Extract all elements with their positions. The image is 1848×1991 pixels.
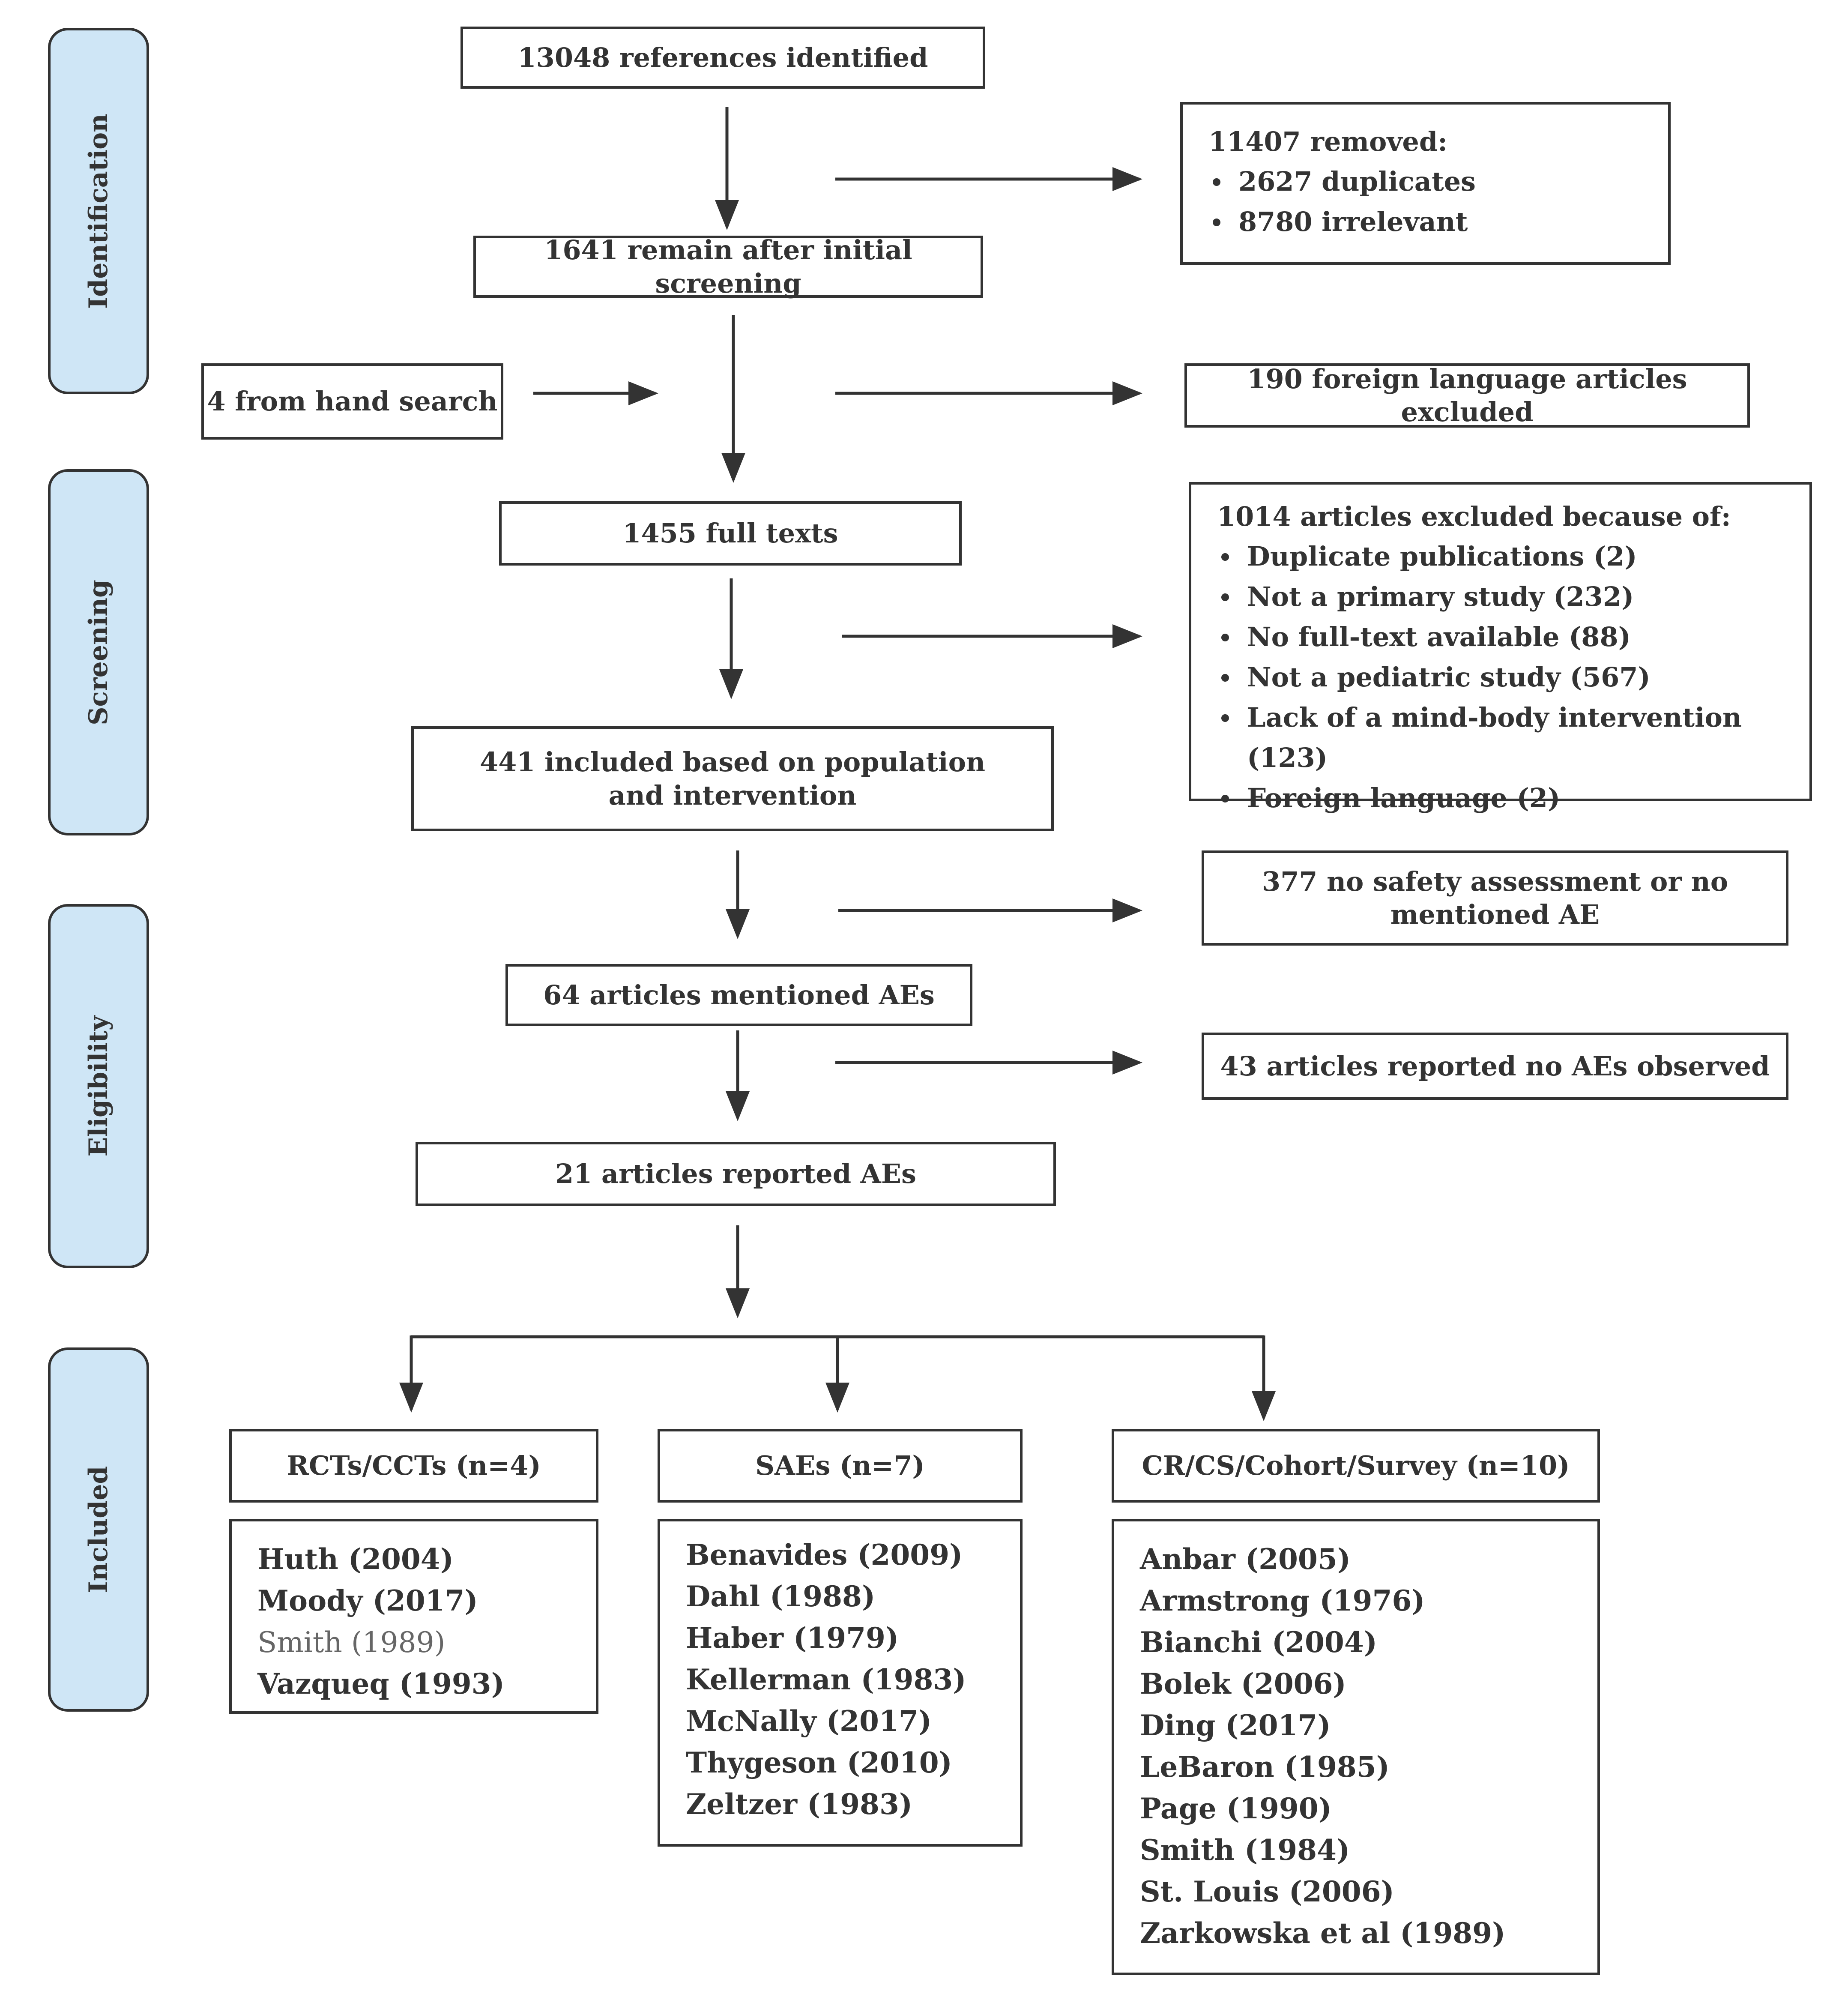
- full-texts-text: 1455 full texts: [622, 518, 838, 549]
- rcts-group-title: RCTs/CCTs (n=4): [287, 1450, 541, 1482]
- phase-included-label: Included: [84, 1466, 114, 1593]
- study-item: Smith (1989): [257, 1626, 446, 1659]
- study-item: Bianchi (2004): [1140, 1626, 1377, 1659]
- phase-eligibility-label: Eligibility: [84, 1015, 114, 1157]
- phase-eligibility: Eligibility: [48, 904, 149, 1268]
- study-item: Armstrong (1976): [1140, 1584, 1425, 1617]
- phase-identification: Identification: [48, 28, 149, 394]
- no-aes-observed-box: 43 articles reported no AEs observed: [1202, 1033, 1788, 1100]
- initial-screening-box: 1641 remain after initial screening: [473, 234, 983, 299]
- study-item: Thygeson (2010): [686, 1746, 952, 1779]
- study-item: Ding (2017): [1140, 1709, 1331, 1742]
- study-item: Moody (2017): [257, 1584, 478, 1617]
- phase-included: Included: [48, 1347, 149, 1712]
- study-item: Benavides (2009): [686, 1538, 963, 1572]
- no-safety-text: 377 no safety assessment or no mentioned…: [1262, 865, 1728, 931]
- reported-aes-box: 21 articles reported AEs: [416, 1142, 1056, 1206]
- study-item: Kellerman (1983): [686, 1663, 966, 1696]
- excluded-reasons-title: 1014 articles excluded because of:: [1217, 501, 1731, 532]
- removed-box: 11407 removed: 2627 duplicates 8780 irre…: [1180, 102, 1671, 265]
- cr-group-header: CR/CS/Cohort/Survey (n=10): [1112, 1429, 1600, 1503]
- study-item: Zeltzer (1983): [686, 1787, 913, 1821]
- excluded-reason-item: Lack of a mind-body intervention (123): [1217, 698, 1792, 778]
- study-item: Zarkowska et al (1989): [1140, 1916, 1506, 1950]
- hand-search-text: 4 from hand search: [207, 386, 498, 417]
- identified-text: 13048 references identified: [517, 42, 928, 73]
- removed-title: 11407 removed:: [1208, 126, 1448, 157]
- mentioned-aes-box: 64 articles mentioned AEs: [505, 964, 972, 1026]
- study-item: Bolek (2006): [1140, 1667, 1346, 1701]
- study-item: St. Louis (2006): [1140, 1875, 1394, 1908]
- study-item: LeBaron (1985): [1140, 1750, 1390, 1784]
- excluded-reason-item: No full-text available (88): [1217, 617, 1792, 657]
- no-safety-box: 377 no safety assessment or no mentioned…: [1202, 850, 1788, 946]
- excluded-reason-item: Duplicate publications (2): [1217, 536, 1792, 577]
- no-aes-observed-text: 43 articles reported no AEs observed: [1220, 1050, 1770, 1082]
- removed-item: 2627 duplicates: [1208, 162, 1651, 202]
- population-included-text: 441 included based on population and int…: [479, 746, 986, 811]
- study-item: Huth (2004): [257, 1542, 454, 1576]
- foreign-excluded-text: 190 foreign language articles excluded: [1247, 363, 1687, 428]
- study-item: Page (1990): [1140, 1792, 1332, 1825]
- population-included-box: 441 included based on population and int…: [411, 726, 1054, 831]
- removed-list: 2627 duplicates 8780 irrelevant: [1208, 162, 1651, 242]
- mentioned-aes-text: 64 articles mentioned AEs: [543, 979, 935, 1011]
- saes-study-list: Benavides (2009) Dahl (1988) Haber (1979…: [658, 1519, 1023, 1847]
- rcts-group-header: RCTs/CCTs (n=4): [229, 1429, 598, 1503]
- excluded-reason-item: Not a pediatric study (567): [1217, 657, 1792, 698]
- saes-group-header: SAEs (n=7): [658, 1429, 1023, 1503]
- phase-identification-label: Identification: [84, 113, 114, 309]
- reported-aes-text: 21 articles reported AEs: [555, 1158, 916, 1190]
- hand-search-box: 4 from hand search: [201, 363, 503, 440]
- phase-screening-label: Screening: [84, 579, 114, 725]
- excluded-reason-item: Not a primary study (232): [1217, 577, 1792, 617]
- excluded-reasons-box: 1014 articles excluded because of: Dupli…: [1189, 482, 1812, 814]
- excluded-reasons-list: Duplicate publications (2) Not a primary…: [1217, 536, 1792, 818]
- excluded-reason-item: Foreign language (2): [1217, 778, 1792, 818]
- full-texts-box: 1455 full texts: [499, 501, 962, 566]
- cr-study-list: Anbar (2005) Armstrong (1976) Bianchi (2…: [1112, 1519, 1600, 1975]
- study-item: Vazqueq (1993): [257, 1667, 505, 1701]
- rcts-study-list: Huth (2004) Moody (2017) Smith (1989) Va…: [229, 1519, 598, 1714]
- study-item: Smith (1984): [1140, 1833, 1350, 1867]
- study-item: Dahl (1988): [686, 1580, 876, 1613]
- phase-screening: Screening: [48, 469, 149, 835]
- foreign-excluded-box: 190 foreign language articles excluded: [1184, 363, 1750, 428]
- study-item: McNally (2017): [686, 1704, 932, 1738]
- removed-item: 8780 irrelevant: [1208, 202, 1651, 242]
- identified-box: 13048 references identified: [461, 27, 985, 89]
- study-item: Haber (1979): [686, 1621, 899, 1655]
- saes-group-title: SAEs (n=7): [755, 1450, 925, 1482]
- study-item: Anbar (2005): [1140, 1542, 1351, 1576]
- cr-group-title: CR/CS/Cohort/Survey (n=10): [1142, 1450, 1570, 1482]
- initial-screening-text: 1641 remain after initial screening: [544, 234, 912, 299]
